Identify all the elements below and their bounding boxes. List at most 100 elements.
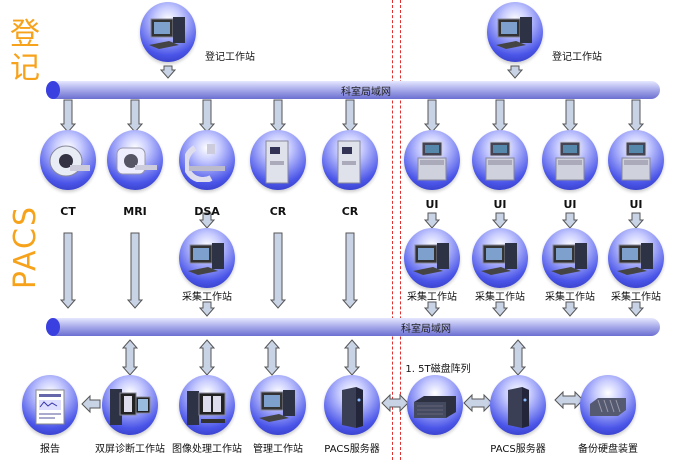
down-arrow-icon xyxy=(59,232,77,309)
modality-dsa[interactable] xyxy=(179,130,235,190)
double-arrow-icon xyxy=(381,393,409,413)
bottom-lan-label: 科室局域网 xyxy=(401,324,451,335)
modality-mri[interactable] xyxy=(107,130,163,190)
server[interactable] xyxy=(324,375,380,435)
modality-label: UI xyxy=(563,198,577,211)
registration-workstation[interactable] xyxy=(487,2,543,62)
bottom-node-label: PACS服务器 xyxy=(490,444,546,455)
acquisition-label: 采集工作站 xyxy=(182,292,232,303)
disk-array-label: 1. 5T磁盘阵列 xyxy=(405,364,471,375)
ultrasound-icon xyxy=(618,140,654,188)
modality-ui[interactable] xyxy=(542,130,598,190)
down-arrow-icon xyxy=(269,232,287,309)
dual-screen-workstation-icon xyxy=(108,387,152,431)
down-arrow-icon xyxy=(59,99,77,133)
modality-cr[interactable] xyxy=(250,130,306,190)
bottom-node-label: 备份硬盘装置 xyxy=(578,444,638,455)
computer-icon xyxy=(411,241,453,283)
down-arrow-icon xyxy=(341,232,359,309)
cr-machine-icon xyxy=(263,139,293,189)
ct-scanner-icon xyxy=(46,145,90,183)
cr-machine-icon xyxy=(335,139,365,189)
modality-label: UI xyxy=(629,198,643,211)
bottom-node-label: 图像处理工作站 xyxy=(172,444,242,455)
down-arrow-icon xyxy=(627,212,645,229)
registration-label: 登记工作站 xyxy=(552,52,602,63)
computer-icon xyxy=(479,241,521,283)
left-arrow-icon xyxy=(81,394,101,414)
acquisition-workstation[interactable] xyxy=(608,228,664,288)
computer[interactable] xyxy=(250,375,306,435)
registration-label: 登记工作站 xyxy=(205,52,255,63)
double-arrow-icon xyxy=(263,339,281,376)
acquisition-label: 采集工作站 xyxy=(407,292,457,303)
bottom-node-label: 报告 xyxy=(40,444,60,455)
modality-label: DSA xyxy=(194,205,220,218)
bottom-node-label: 双屏诊断工作站 xyxy=(95,444,165,455)
down-arrow-icon xyxy=(491,301,509,317)
double-arrow-icon xyxy=(198,339,216,376)
dsa-machine-icon xyxy=(183,142,229,186)
computer-icon xyxy=(549,241,591,283)
down-arrow-icon xyxy=(126,232,144,309)
divider-line xyxy=(400,0,401,460)
modality-label: CR xyxy=(269,205,287,218)
ultrasound-icon xyxy=(414,140,450,188)
down-arrow-icon xyxy=(506,65,524,79)
disk-array[interactable] xyxy=(407,375,463,435)
double-arrow-icon xyxy=(554,390,584,410)
bottom-node-label: 管理工作站 xyxy=(253,444,303,455)
modality-ui[interactable] xyxy=(404,130,460,190)
modality-label: CR xyxy=(341,205,359,218)
dual-screen-workstation[interactable] xyxy=(102,375,158,435)
acquisition-workstation[interactable] xyxy=(472,228,528,288)
down-arrow-icon xyxy=(561,212,579,229)
acquisition-workstation[interactable] xyxy=(404,228,460,288)
image-workstation-icon xyxy=(185,387,229,431)
computer-icon xyxy=(615,241,657,283)
bottom-node-label: PACS服务器 xyxy=(324,444,380,455)
bottom-lan-bus: 科室局域网 xyxy=(46,318,660,336)
modality-label: UI xyxy=(493,198,507,211)
registration-workstation[interactable] xyxy=(140,2,196,62)
down-arrow-icon xyxy=(561,99,579,133)
modality-label: UI xyxy=(425,198,439,211)
down-arrow-icon xyxy=(423,212,441,229)
modality-ui[interactable] xyxy=(608,130,664,190)
down-arrow-icon xyxy=(159,65,177,79)
acquisition-label: 采集工作站 xyxy=(475,292,525,303)
registration-section-label: 登记 xyxy=(10,17,40,86)
backup-disk-icon xyxy=(588,396,628,422)
acquisition-label: 采集工作站 xyxy=(611,292,661,303)
modality-ct[interactable] xyxy=(40,130,96,190)
computer-icon xyxy=(186,241,228,283)
image-workstation[interactable] xyxy=(179,375,235,435)
server[interactable] xyxy=(490,375,546,435)
report[interactable] xyxy=(22,375,78,435)
down-arrow-icon xyxy=(561,301,579,317)
down-arrow-icon xyxy=(491,212,509,229)
backup-disk[interactable] xyxy=(580,375,636,435)
acquisition-workstation[interactable] xyxy=(542,228,598,288)
mri-scanner-icon xyxy=(113,145,157,183)
double-arrow-icon xyxy=(463,393,493,413)
double-arrow-icon xyxy=(343,339,361,376)
down-arrow-icon xyxy=(491,99,509,133)
server-icon xyxy=(505,386,531,432)
modality-cr[interactable] xyxy=(322,130,378,190)
down-arrow-icon xyxy=(198,99,216,133)
computer-icon xyxy=(257,388,299,430)
down-arrow-icon xyxy=(627,99,645,133)
modality-label: CT xyxy=(60,205,76,218)
computer-icon xyxy=(147,15,189,57)
down-arrow-icon xyxy=(269,99,287,133)
top-lan-bus: 科室局域网 xyxy=(46,81,660,99)
modality-ui[interactable] xyxy=(472,130,528,190)
modality-label: MRI xyxy=(123,205,147,218)
top-lan-label: 科室局域网 xyxy=(341,87,391,98)
acquisition-workstation[interactable] xyxy=(179,228,235,288)
double-arrow-icon xyxy=(121,339,139,376)
double-arrow-icon xyxy=(509,339,527,376)
